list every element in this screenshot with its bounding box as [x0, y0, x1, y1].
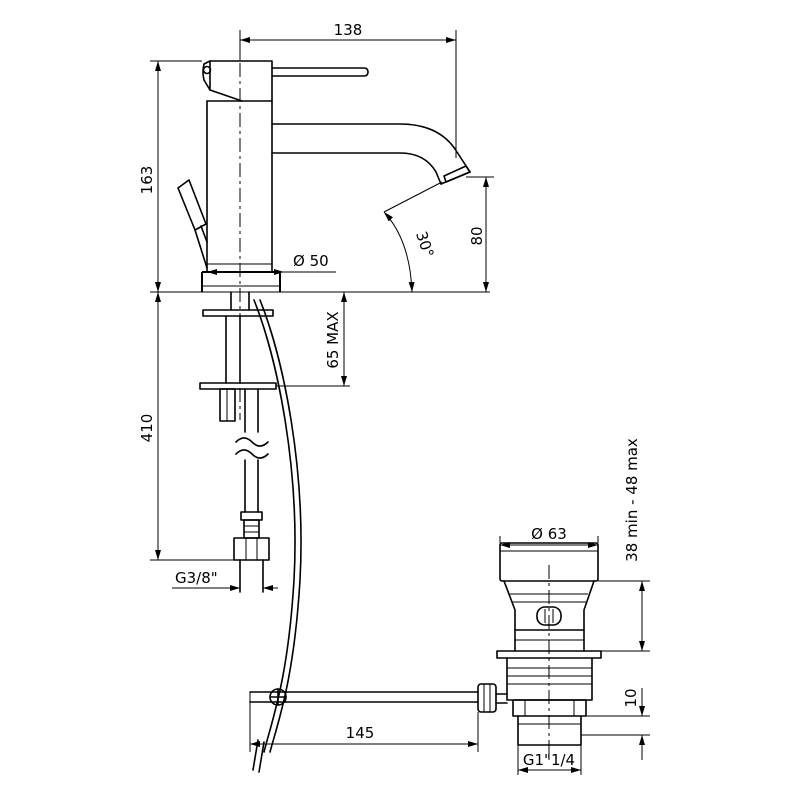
dim-163-label: 163 [138, 166, 156, 195]
dim-30deg-label: 30° [412, 229, 437, 260]
spout [271, 123, 471, 185]
dim-waste-thread: G1"1/4 [517, 745, 582, 775]
dim-80-label: 80 [468, 226, 486, 245]
dim-d63-label: Ø 63 [531, 525, 567, 543]
horizontal-rod [249, 688, 479, 706]
dim-deck-thickness: 65 MAX [276, 292, 350, 387]
dim-138-label: 138 [334, 21, 363, 39]
dim-410-label: 410 [138, 414, 156, 443]
dim-145-label: 145 [346, 724, 375, 742]
dim-tailpiece: 10 [581, 688, 650, 760]
dim-g38-label: G3/8" [175, 569, 218, 587]
dim-d50-label: Ø 50 [293, 252, 329, 270]
dim-65max-label: 65 MAX [324, 311, 342, 368]
pop-up-waste [477, 542, 602, 746]
dim-10-label: 10 [622, 688, 640, 707]
dim-g114-label: G1"1/4 [523, 751, 575, 769]
dim-aerator-height: 80 [466, 176, 494, 292]
dim-rod-length: 145 [249, 692, 479, 752]
dim-spout-reach: 138 [239, 21, 457, 158]
dim-38-48-label: 38 min - 48 max [623, 438, 641, 562]
mounting-hardware [199, 291, 277, 593]
dim-faucet-height: 163 [138, 60, 202, 292]
dim-waste-range: 38 min - 48 max [598, 438, 650, 652]
dim-spout-angle: 30° [383, 181, 443, 293]
dim-hose-thread: G3/8" [172, 569, 278, 591]
faucet-body [177, 60, 369, 292]
dim-body-diameter: Ø 50 [207, 252, 336, 275]
dim-waste-diameter: Ø 63 [499, 525, 599, 548]
dim-hose-length: 410 [138, 292, 234, 561]
